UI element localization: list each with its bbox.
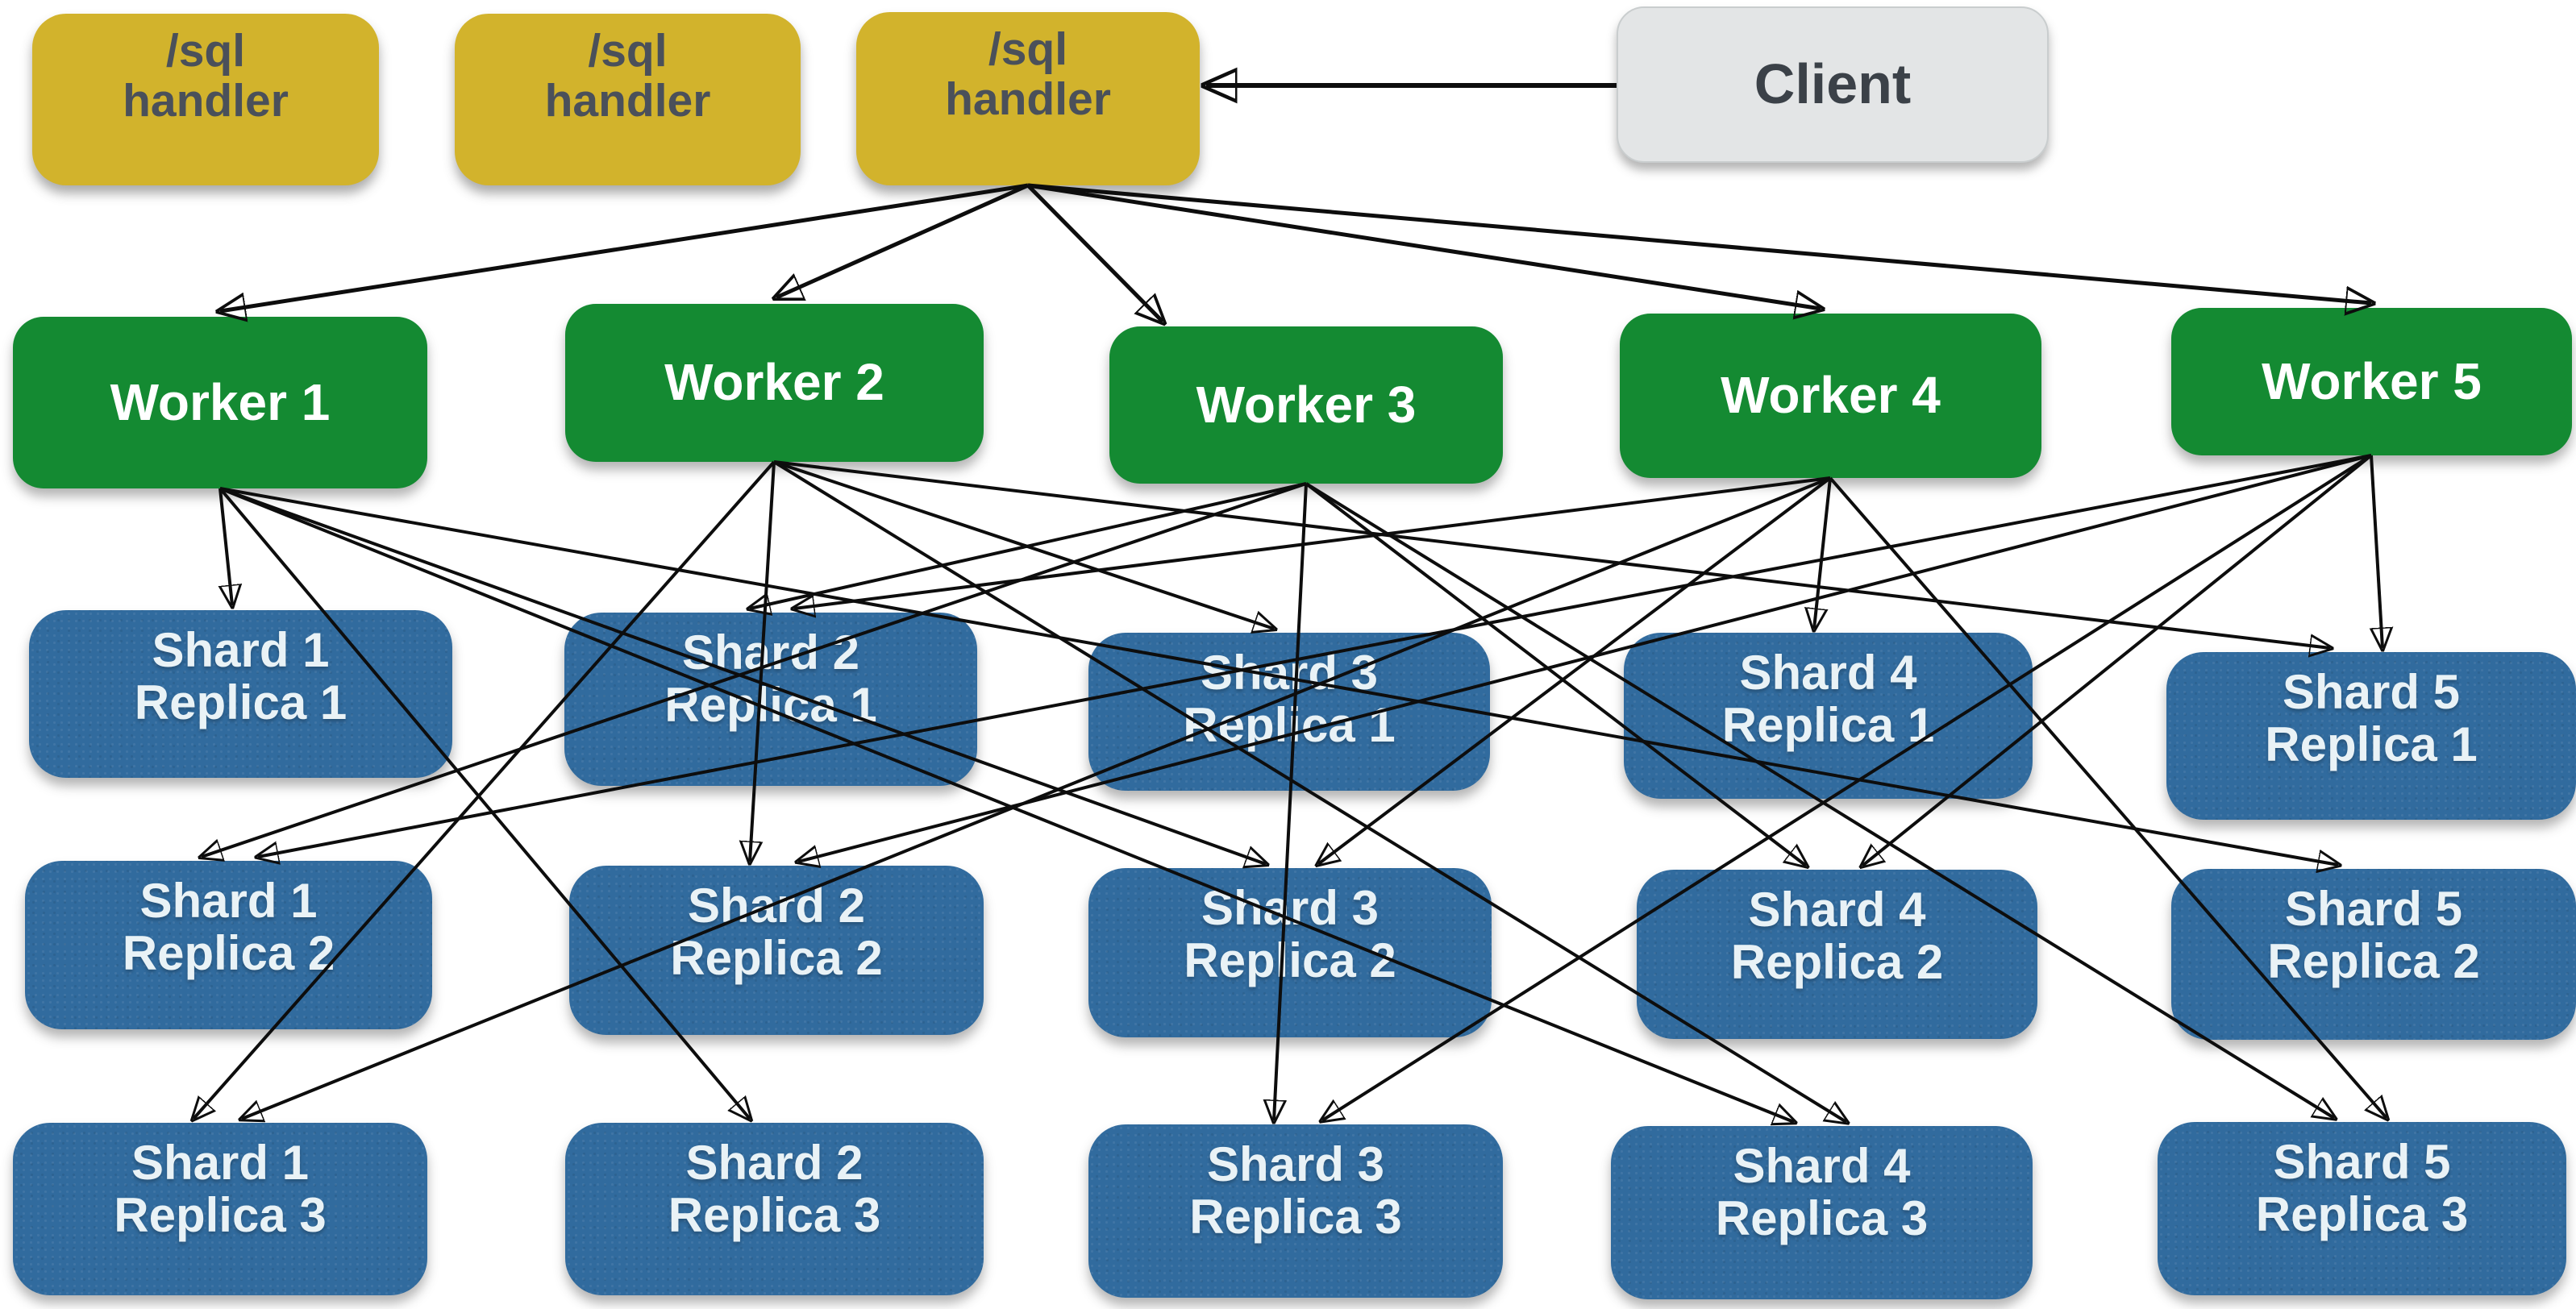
worker-1-box: Worker 1 [13, 317, 427, 488]
edge-w4-to-s4r1 [1814, 477, 1832, 629]
shard-1-replica-1-box-label: Replica 1 [134, 675, 347, 729]
edge-w3-to-s2r1 [750, 482, 1307, 609]
shard-5-replica-3-box-label: Shard 5 [2273, 1135, 2451, 1189]
shard-3-replica-2-box-label: Replica 2 [1184, 933, 1396, 987]
worker-1-box-label: Worker 1 [110, 372, 331, 431]
shard-1-replica-2-box-label: Replica 2 [122, 925, 335, 980]
edge-w4-to-s1r3 [242, 476, 1831, 1119]
sql-handler-1-box-label: /sql [165, 25, 246, 77]
shard-1-replica-1-box-label: Shard 1 [152, 623, 330, 677]
shard-2-replica-2-box-label: Replica 2 [670, 930, 883, 985]
worker-3-box: Worker 3 [1109, 326, 1503, 484]
worker-5-box: Worker 5 [2171, 308, 2572, 455]
shard-4-replica-2-box-label: Replica 2 [1730, 934, 1944, 989]
worker-2-box-label: Worker 2 [664, 353, 884, 412]
shard-4-replica-3-box-label: Shard 4 [1733, 1139, 1911, 1193]
edge-w1-to-s4r3 [219, 487, 1794, 1122]
edge-w2-to-s3r1 [773, 460, 1274, 629]
shard-3-replica-3-box-label: Shard 3 [1206, 1137, 1385, 1191]
edge-handler3-to-w3 [1026, 184, 1163, 322]
worker-5-box-label: Worker 5 [2262, 351, 2482, 410]
edge-handler3-to-w1 [220, 183, 1029, 311]
shard-3-replica-3-box-label: Replica 3 [1189, 1189, 1402, 1244]
shard-1-replica-3-box-label: Shard 1 [131, 1136, 310, 1190]
shard-5-replica-3-box-label: Replica 3 [2255, 1186, 2469, 1241]
sql-handler-1-box-label: handler [123, 74, 289, 127]
edge-w5-to-s2r2 [798, 454, 2372, 862]
worker-2-box: Worker 2 [565, 304, 984, 462]
shard-2-replica-3-box-label: Replica 3 [668, 1187, 881, 1242]
shard-1-replica-3-box-label: Replica 3 [114, 1187, 327, 1242]
worker-4-box-label: Worker 4 [1721, 366, 1941, 425]
shard-2-replica-1-box-label: Replica 1 [664, 677, 877, 732]
shard-4-replica-3-box-label: Replica 3 [1715, 1191, 1929, 1245]
sql-handler-3-box-label: /sql [988, 23, 1068, 75]
sql-handler-2-box-label: handler [544, 74, 711, 127]
shard-2-replica-2-box-label: Shard 2 [687, 879, 866, 933]
edge-handler3-to-w2 [776, 183, 1030, 297]
client-box: Client [1617, 6, 2049, 163]
shard-5-replica-1-box-label: Shard 5 [2282, 665, 2461, 719]
client-box-label: Client [1754, 52, 1912, 116]
shard-3-replica-2-box-label: Shard 3 [1201, 881, 1380, 935]
shard-1-replica-2-box-label: Shard 1 [139, 874, 318, 928]
edge-w4-to-s2r1 [794, 476, 1831, 609]
shard-4-replica-1-box-label: Shard 4 [1739, 646, 1917, 700]
shard-2-replica-1-box-label: Shard 2 [681, 625, 860, 679]
edge-handler3-to-w5 [1027, 183, 2371, 303]
shard-3-replica-1-box-label: Shard 3 [1200, 646, 1379, 700]
shard-5-replica-2-box-label: Replica 2 [2267, 933, 2480, 988]
shard-4-replica-2-box-label: Shard 4 [1748, 883, 1926, 937]
shard-5-replica-1-box-label: Replica 1 [2265, 717, 2478, 771]
worker-4-box: Worker 4 [1620, 314, 2041, 478]
shard-3-replica-1-box-label: Replica 1 [1183, 697, 1396, 752]
worker-3-box-label: Worker 3 [1196, 375, 1417, 434]
edge-w1-to-s1r1 [220, 488, 232, 605]
edge-w2-to-s5r1 [773, 460, 2330, 648]
shard-4-replica-1-box-label: Replica 1 [1721, 697, 1935, 752]
sql-handler-2-box-label: /sql [588, 25, 668, 77]
edge-w5-to-s5r1 [2371, 455, 2382, 648]
shard-5-replica-2-box-label: Shard 5 [2284, 882, 2463, 936]
shard-2-replica-3-box-label: Shard 2 [685, 1136, 864, 1190]
sql-handler-3-box-label: handler [945, 73, 1111, 125]
edge-handler3-to-w4 [1027, 183, 1821, 309]
